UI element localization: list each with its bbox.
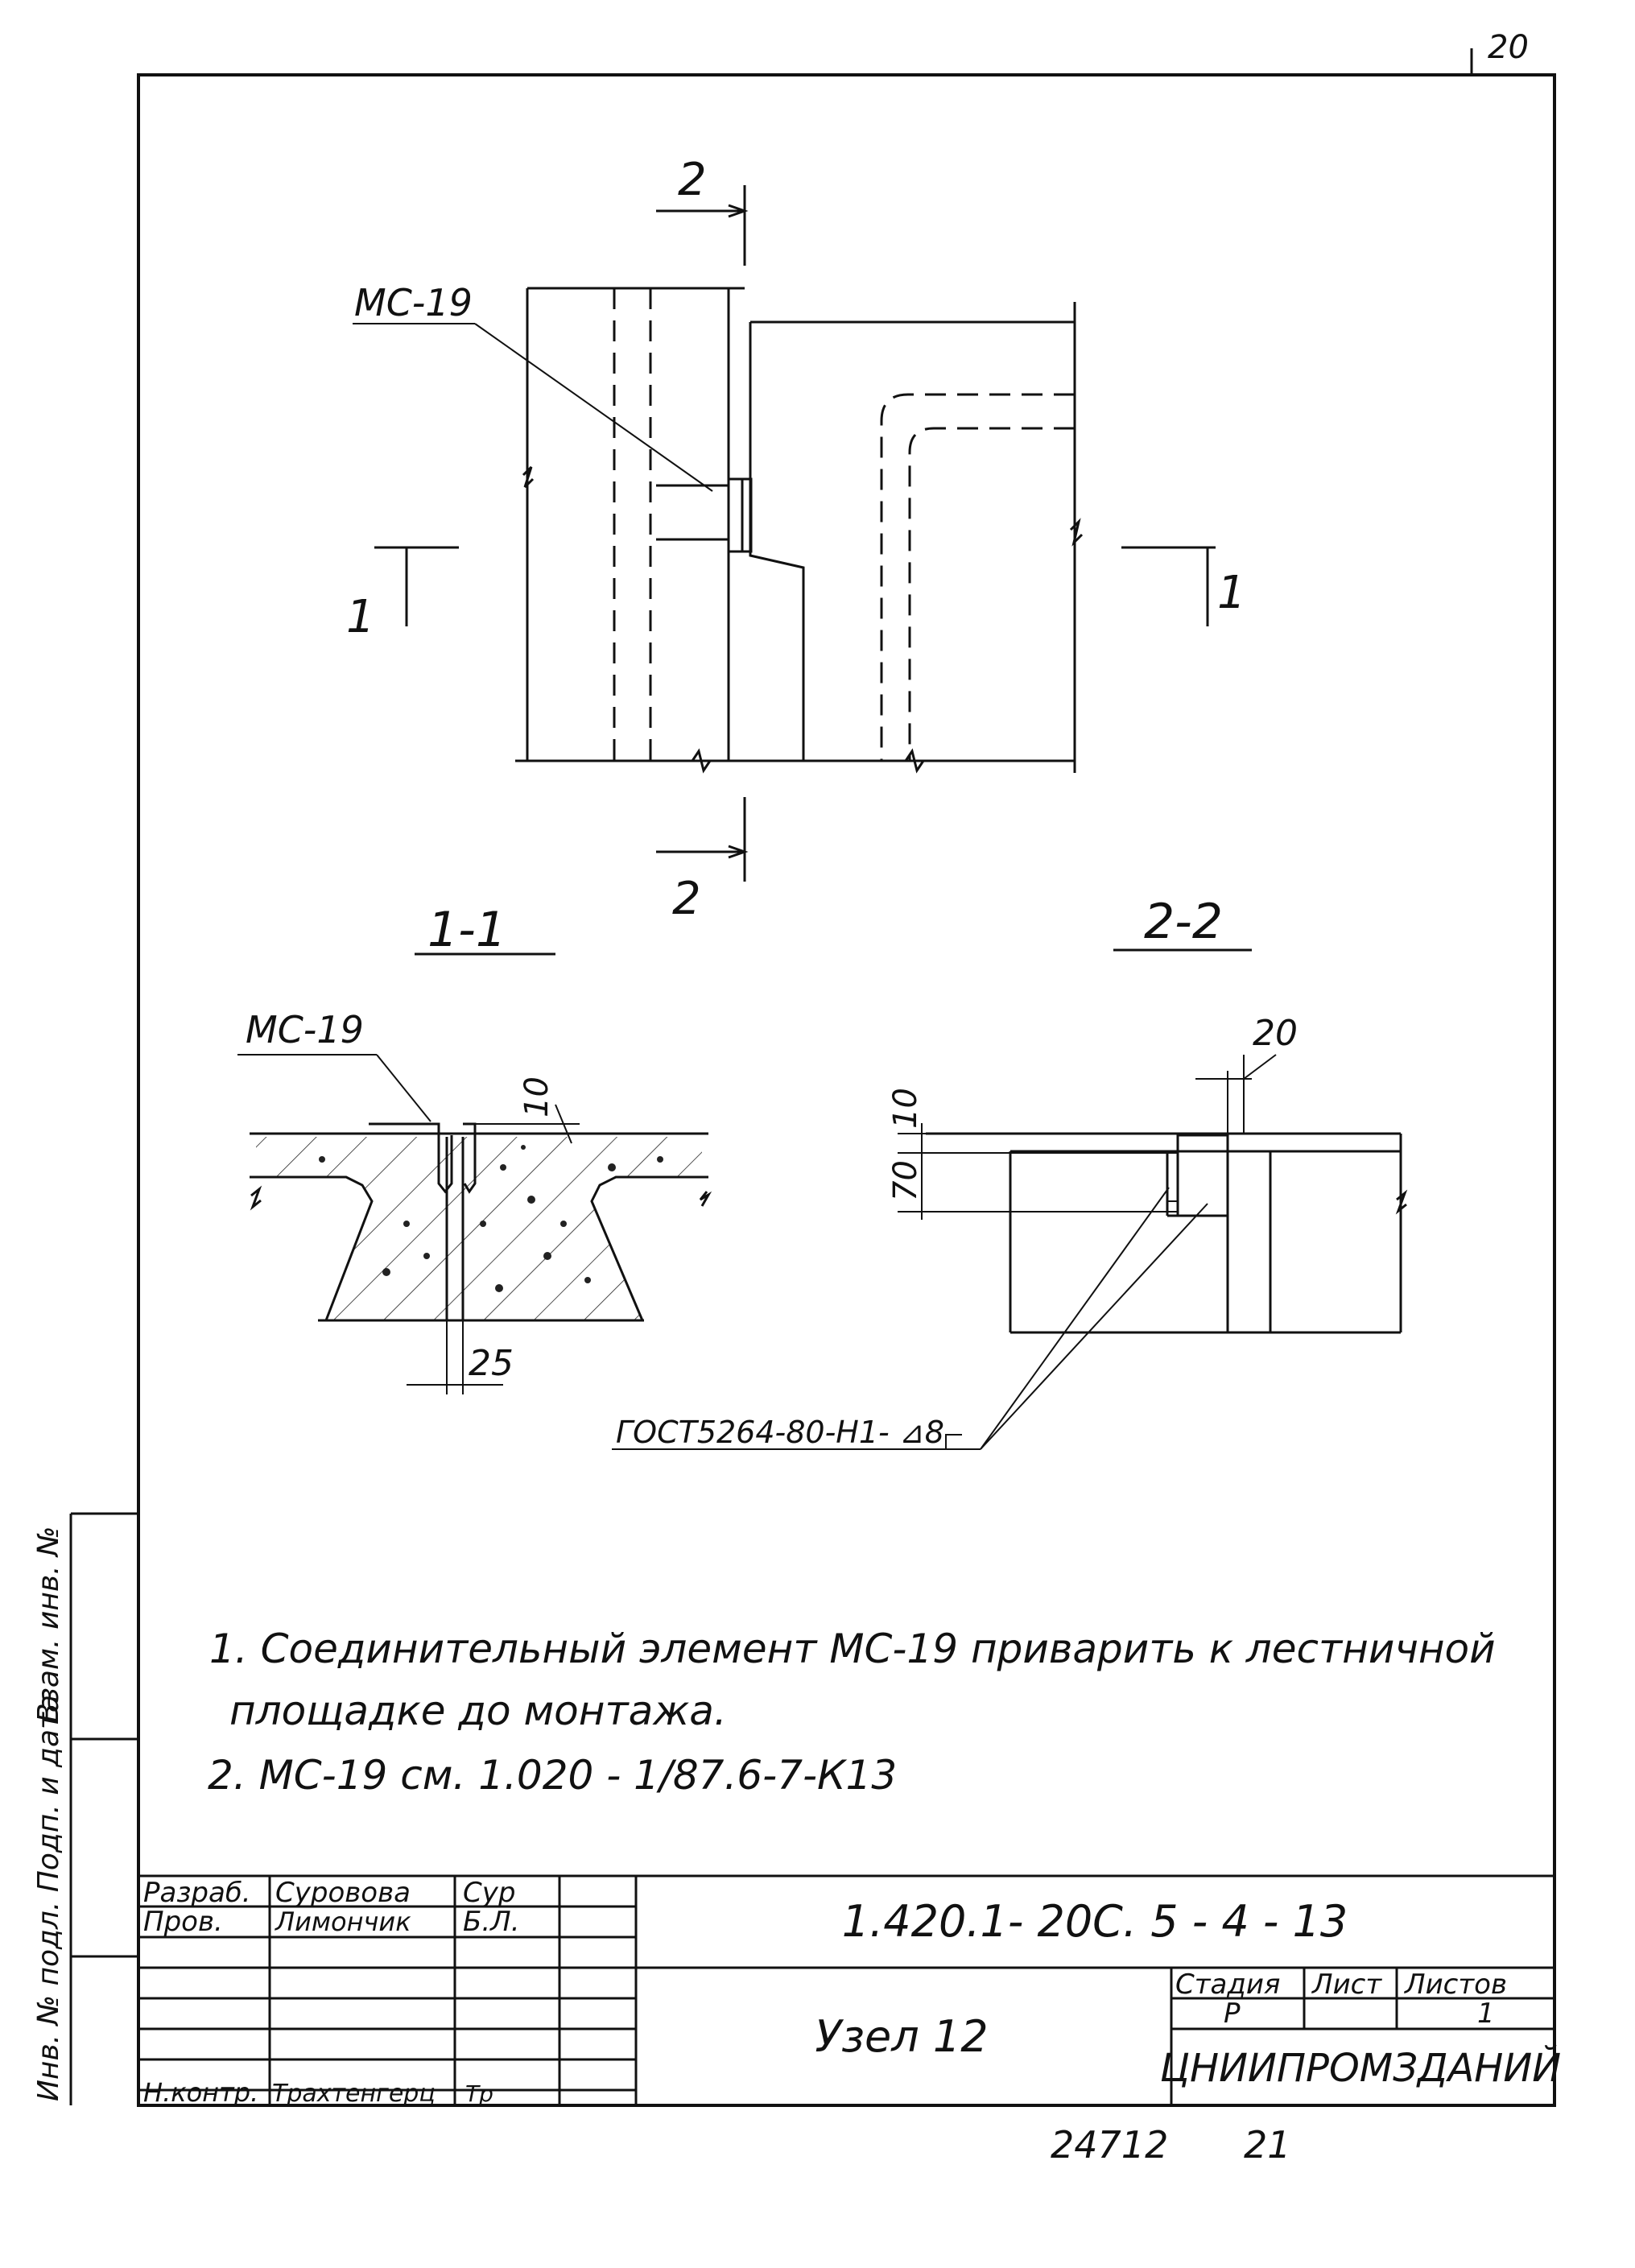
role-6: Н.контр.: [143, 2077, 258, 2108]
section-2-2-title: 2-2: [1144, 894, 1223, 950]
note-2: 2. МС-19 см. 1.020 - 1/87.6-7-К13: [208, 1752, 897, 1799]
corner-mark: 20: [1488, 29, 1529, 66]
stage-value: Р: [1224, 1997, 1241, 2030]
organization: ЦНИИПРОМЗДАНИЙ: [1160, 2045, 1561, 2091]
name-0: Суровова: [275, 1877, 411, 1909]
section-2-label-bottom: 2: [672, 873, 701, 925]
section-1-1-drawing: [237, 1054, 712, 1394]
title-block-grid: [138, 1874, 1554, 2105]
section-2-2-dim-top: 10: [887, 1088, 924, 1129]
signature-6: Тр: [465, 2080, 493, 2107]
sheets-value: 1: [1477, 1997, 1495, 2030]
section-2-label-top: 2: [678, 154, 707, 206]
role-1: Пров.: [143, 1906, 223, 1938]
name-6: Трахтенгерц: [272, 2080, 436, 2108]
sheet-title: Узел 12: [815, 2011, 988, 2062]
side-stamp-col2: Взам. инв. №: [32, 1526, 65, 1723]
section-1-label-right: 1: [1217, 567, 1246, 619]
document-code: 1.420.1- 20С. 5 - 4 - 13: [842, 1896, 1348, 1947]
section-1-label-left: 1: [346, 591, 375, 643]
plan-element-label: МС-19: [354, 281, 473, 324]
signature-1: Б.Л.: [463, 1906, 520, 1938]
section-1-1-title: 1-1: [427, 902, 506, 958]
sheet-header: Лист: [1311, 1968, 1382, 2001]
section-1-1-dim-gap: 10: [518, 1076, 555, 1117]
note-1-continued: площадке до монтажа.: [229, 1688, 727, 1734]
name-1: Лимончик: [275, 1907, 411, 1937]
sheet-frame: [137, 73, 1556, 2107]
side-stamp-col1: Инв. № подл. Подп. и дата: [32, 1695, 65, 2101]
plan-view: [353, 185, 1216, 882]
role-0: Разраб.: [143, 1877, 251, 1909]
stage-header: Стадия: [1175, 1968, 1280, 2001]
section-2-2-dim-height: 70: [887, 1160, 924, 1201]
note-1: 1. Соединительный элемент МС-19 приварит…: [209, 1626, 1496, 1672]
sheets-header: Листов: [1403, 1968, 1507, 2001]
signature-0: Сур: [463, 1877, 515, 1909]
weld-note: ГОСТ5264-80-Н1- ⊿8: [616, 1415, 944, 1450]
page-number: 21: [1244, 2123, 1291, 2167]
section-2-2-dim-width: 20: [1253, 1013, 1298, 1054]
inventory-number: 24712: [1051, 2123, 1168, 2167]
section-2-2-drawing: [612, 1054, 1408, 1450]
side-stamp: [69, 1512, 138, 2105]
section-1-1-element-label: МС-19: [246, 1008, 364, 1051]
section-1-1-dim-width: 25: [469, 1343, 514, 1384]
